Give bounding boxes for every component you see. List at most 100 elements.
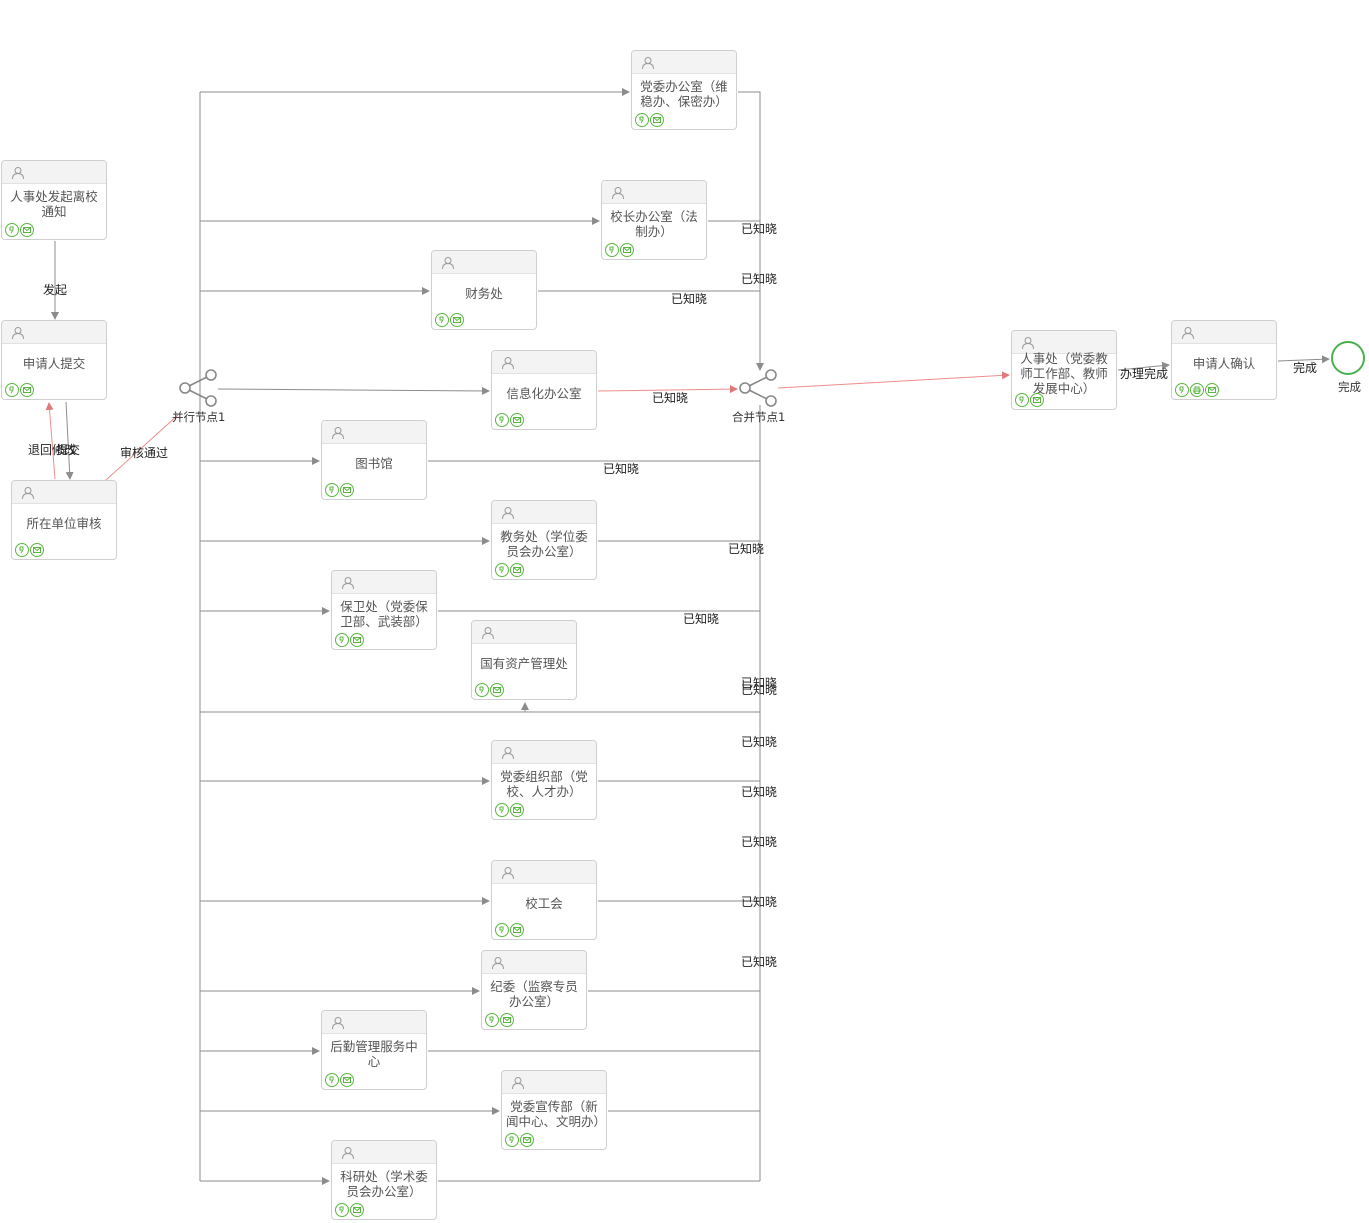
flow-icon[interactable] <box>1175 383 1189 397</box>
task-node-header <box>1172 321 1276 344</box>
edge-submit[interactable] <box>65 401 74 480</box>
user-icon <box>501 745 515 760</box>
mail-icon[interactable] <box>1205 383 1219 397</box>
task-node-n9[interactable]: 党委组织部（党校、人才办） <box>491 740 597 820</box>
task-node-actions <box>5 223 34 237</box>
edge-label-known-9: 已知晓 <box>741 683 778 697</box>
flow-icon[interactable] <box>325 483 339 497</box>
flow-icon[interactable] <box>495 803 509 817</box>
task-node-label: 保卫处（党委保卫部、武装部） <box>340 598 428 629</box>
task-node-n14[interactable]: 科研处（学术委员会办公室） <box>331 1140 437 1220</box>
edge-return[interactable] <box>45 402 56 480</box>
end-event[interactable] <box>1331 341 1365 375</box>
flow-icon[interactable] <box>605 243 619 257</box>
flow-icon[interactable] <box>635 113 649 127</box>
edge-confirm-end[interactable] <box>1277 355 1330 364</box>
user-icon <box>1181 325 1195 340</box>
mail-icon[interactable] <box>620 243 634 257</box>
task-node-header <box>482 951 586 974</box>
task-node-n10[interactable]: 校工会 <box>491 860 597 940</box>
parallel-split-gateway[interactable] <box>178 368 218 408</box>
mail-icon[interactable] <box>490 683 504 697</box>
edge-split-n8[interactable] <box>200 702 529 713</box>
task-node-label: 图书馆 <box>355 456 393 471</box>
user-icon <box>441 255 455 270</box>
edge-label-known-14: 已知晓 <box>741 955 778 969</box>
user-icon <box>331 425 345 440</box>
task-node-header <box>1012 331 1116 354</box>
flow-icon[interactable] <box>335 633 349 647</box>
edge-approved[interactable] <box>105 414 179 481</box>
mail-icon[interactable] <box>340 1073 354 1087</box>
mail-icon[interactable] <box>20 383 34 397</box>
task-node-n5[interactable]: 图书馆 <box>321 420 427 500</box>
parallel-join-gateway[interactable] <box>738 368 778 408</box>
edge-label-known-13: 已知晓 <box>741 895 778 909</box>
task-node-n7[interactable]: 保卫处（党委保卫部、武装部） <box>331 570 437 650</box>
task-node-header <box>332 1141 436 1164</box>
edge-n4-join[interactable] <box>597 385 738 394</box>
mail-icon[interactable] <box>350 633 364 647</box>
flow-icon[interactable] <box>1015 393 1029 407</box>
task-node-n13[interactable]: 党委宣传部（新闻中心、文明办） <box>501 1070 607 1150</box>
flow-icon[interactable] <box>505 1133 519 1147</box>
user-icon <box>501 355 515 370</box>
edge-hr-confirm[interactable] <box>1117 361 1170 371</box>
mail-icon[interactable] <box>340 483 354 497</box>
task-node-n_confirm[interactable]: 申请人确认 <box>1171 320 1277 400</box>
task-node-header <box>2 161 106 184</box>
task-node-n8[interactable]: 国有资产管理处 <box>471 620 577 700</box>
mail-icon[interactable] <box>20 223 34 237</box>
task-node-n11[interactable]: 纪委（监察专员办公室） <box>481 950 587 1030</box>
mail-icon[interactable] <box>450 313 464 327</box>
mail-icon[interactable] <box>30 543 44 557</box>
task-node-n3[interactable]: 财务处 <box>431 250 537 330</box>
task-node-n4[interactable]: 信息化办公室 <box>491 350 597 430</box>
edge-split-n4[interactable] <box>217 386 490 395</box>
task-node-n_start[interactable]: 人事处发起离校通知 <box>1 160 107 240</box>
flow-icon[interactable] <box>495 563 509 577</box>
task-node-n6[interactable]: 教务处（学位委员会办公室） <box>491 500 597 580</box>
task-node-actions <box>335 1203 364 1217</box>
edge-join-hr[interactable] <box>777 371 1010 389</box>
mail-icon[interactable] <box>500 1013 514 1027</box>
edge-label-known-8: 已知晓 <box>741 676 778 690</box>
task-node-header <box>492 351 596 374</box>
flow-icon[interactable] <box>435 313 449 327</box>
edge-label-known-12: 已知晓 <box>741 835 778 849</box>
flow-icon[interactable] <box>475 683 489 697</box>
edge-label-known-6: 已知晓 <box>728 542 765 556</box>
task-node-actions <box>505 1133 534 1147</box>
task-node-n1[interactable]: 党委办公室（维稳办、保密办） <box>631 50 737 130</box>
edge-label-known-4: 已知晓 <box>652 391 689 405</box>
flow-icon[interactable] <box>15 543 29 557</box>
task-node-n2[interactable]: 校长办公室（法制办） <box>601 180 707 260</box>
mail-icon[interactable] <box>510 803 524 817</box>
task-node-n12[interactable]: 后勤管理服务中心 <box>321 1010 427 1090</box>
flow-icon[interactable] <box>495 413 509 427</box>
flow-icon[interactable] <box>325 1073 339 1087</box>
print-icon[interactable] <box>1190 383 1204 397</box>
flow-icon[interactable] <box>5 383 19 397</box>
gateway-label: 合并节点1 <box>732 410 786 424</box>
flow-icon[interactable] <box>495 923 509 937</box>
mail-icon[interactable] <box>510 923 524 937</box>
join-trunk-top[interactable] <box>738 91 764 371</box>
flow-icon[interactable] <box>5 223 19 237</box>
mail-icon[interactable] <box>510 413 524 427</box>
task-node-n_unit[interactable]: 所在单位审核 <box>11 480 117 560</box>
task-node-n_submit[interactable]: 申请人提交 <box>1 320 107 400</box>
mail-icon[interactable] <box>350 1203 364 1217</box>
flow-icon[interactable] <box>335 1203 349 1217</box>
mail-icon[interactable] <box>1030 393 1044 407</box>
mail-icon[interactable] <box>510 563 524 577</box>
mail-icon[interactable] <box>520 1133 534 1147</box>
task-node-label: 申请人确认 <box>1192 356 1256 371</box>
flow-icon[interactable] <box>485 1013 499 1027</box>
task-node-n_hr[interactable]: 人事处（党委教师工作部、教师发展中心） <box>1011 330 1117 410</box>
task-node-actions <box>1175 383 1219 397</box>
edge-label-resubmit: 提交 <box>56 443 81 457</box>
task-node-header <box>492 861 596 884</box>
mail-icon[interactable] <box>650 113 664 127</box>
task-node-header <box>602 181 706 204</box>
